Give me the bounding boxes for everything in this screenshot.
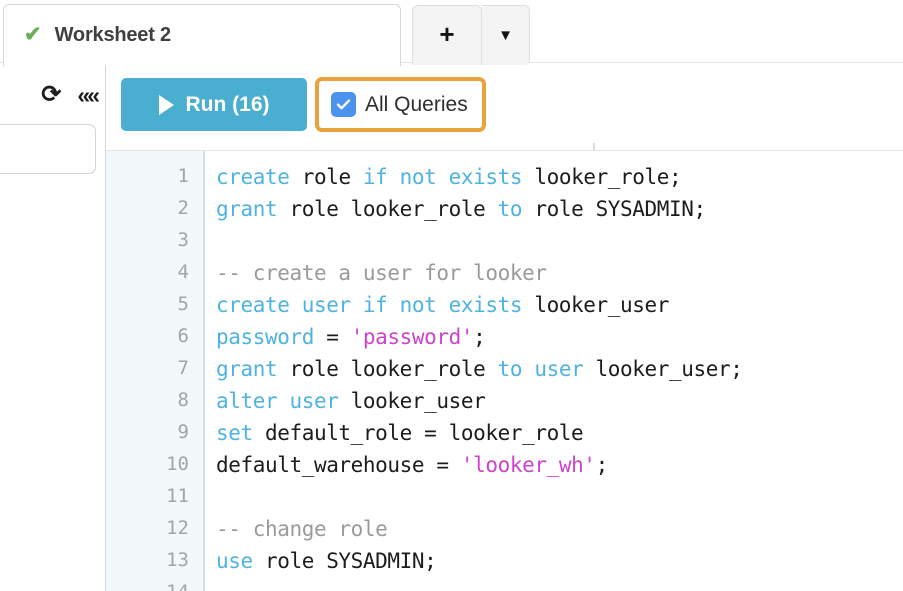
code-token: looker_role; [522,165,682,189]
code-token: create [216,165,290,189]
code-token: role [289,165,363,189]
search-input[interactable] [0,124,96,174]
sql-editor[interactable]: 1234567891011121314 create role if not e… [106,151,903,591]
chevron-down-icon: ▼ [498,27,513,44]
code-line[interactable]: alter user looker_user [216,389,486,413]
code-token: role SYSADMIN; [252,549,437,573]
code-token: set [216,421,253,445]
rail-icon-group: ⟳ «« [41,81,100,108]
code-token: grant [216,357,278,381]
line-number: 12 [166,517,189,539]
line-number: 4 [177,261,189,283]
code-token: looker_user [522,293,669,317]
code-token: to [497,197,523,221]
line-number: 5 [177,293,189,315]
all-queries-toggle[interactable]: All Queries [315,77,486,132]
code-line[interactable]: create user if not exists looker_user [216,293,669,317]
line-number: 8 [177,389,189,411]
code-token: use [216,549,253,573]
code-token: 'looker_wh' [460,453,596,477]
line-number: 1 [177,165,189,187]
run-button[interactable]: Run (16) [121,78,307,131]
code-token: default_warehouse = [216,453,461,477]
code-token: to user [497,357,584,381]
line-number: 11 [166,485,189,507]
code-token: -- change role [216,517,388,541]
line-number: 13 [166,549,189,571]
tab-worksheet-2[interactable]: ✔ Worksheet 2 [3,4,401,66]
run-button-label: Run (16) [185,92,270,116]
refresh-icon[interactable]: ⟳ [41,81,62,108]
code-token: create user if not exists [216,293,523,317]
line-number: 6 [177,325,189,347]
all-queries-label: All Queries [365,92,468,116]
rail-divider [105,63,106,591]
code-line[interactable]: password = 'password'; [216,325,486,349]
line-number: 2 [177,197,189,219]
code-token: role looker_role [277,357,498,381]
code-token: if not exists [362,165,523,189]
code-token: grant [216,197,278,221]
checkmark-icon [336,99,351,110]
tab-worksheet-label: Worksheet 2 [54,24,172,46]
play-icon [158,94,174,115]
code-content[interactable]: create role if not exists looker_role;gr… [216,151,903,591]
tab-actions: + ▼ [412,5,530,65]
line-number: 3 [177,229,189,251]
tab-strip: ✔ Worksheet 2 + ▼ [0,0,903,66]
line-number: 9 [177,421,189,443]
double-chevron-left-icon[interactable]: «« [77,81,100,108]
code-token: alter user [216,389,339,413]
line-number: 14 [166,581,189,591]
code-line[interactable]: grant role looker_role to user looker_us… [216,357,743,381]
left-rail: ⟳ «« [0,63,106,591]
line-number-gutter: 1234567891011121314 [106,151,205,591]
code-token: -- create a user for looker [216,261,547,285]
code-line[interactable]: grant role looker_role to role SYSADMIN; [216,197,706,221]
code-line[interactable]: use role SYSADMIN; [216,549,437,573]
code-line[interactable]: -- create a user for looker [216,261,547,285]
code-token: looker_user [338,389,486,413]
code-token: ; [473,325,486,349]
code-token: = [313,325,351,349]
code-token: 'password' [350,325,474,349]
code-token: password [216,325,314,349]
plus-icon: + [439,18,455,49]
add-worksheet-button[interactable]: + [412,5,482,65]
editor-toolbar: Run (16) All Queries Saved a few seconds… [106,63,903,177]
worksheet-menu-button[interactable]: ▼ [482,5,530,65]
check-icon: ✔ [24,23,42,46]
code-line[interactable]: set default_role = looker_role [216,421,584,445]
code-line[interactable]: default_warehouse = 'looker_wh'; [216,453,608,477]
line-number: 7 [177,357,189,379]
code-token: default_role = looker_role [252,421,584,445]
code-line[interactable]: -- change role [216,517,388,541]
line-number: 10 [166,453,189,475]
code-token: ; [595,453,609,477]
code-line[interactable]: create role if not exists looker_role; [216,165,682,189]
code-token: looker_user; [583,357,743,381]
code-token: role SYSADMIN; [522,197,706,221]
all-queries-checkbox[interactable] [331,92,356,117]
code-token: role looker_role [277,197,498,221]
